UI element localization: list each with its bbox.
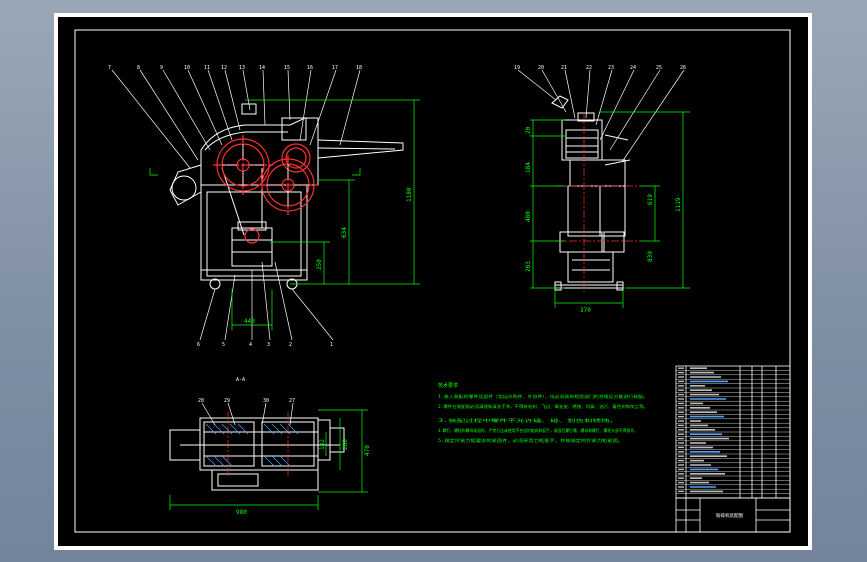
balloon-18: 18	[356, 65, 362, 71]
dim-263: 263	[525, 261, 532, 272]
section-labels: A-A 28 29 30 27	[198, 377, 295, 404]
note-line-3: 3.装配过程中零件不允许磕、碰、划伤和锈蚀。	[438, 417, 618, 424]
balloon-6: 6	[197, 342, 200, 348]
balloon-7: 7	[108, 65, 111, 71]
drawing-title: 粉碎机装配图	[716, 512, 743, 519]
balloon-24: 24	[630, 65, 636, 71]
dim-470: 470	[364, 445, 371, 456]
balloon-23: 23	[608, 65, 614, 71]
front-dimension-values: 1180 634 250 440	[244, 187, 413, 325]
dim-370: 370	[580, 307, 591, 314]
parts-list-rows	[676, 367, 790, 494]
balloon-4: 4	[249, 342, 252, 348]
dim-619: 619	[647, 194, 654, 205]
balloon-26: 26	[680, 65, 686, 71]
balloon-27: 27	[289, 398, 295, 404]
balloon-21: 21	[561, 65, 567, 71]
balloon-11: 11	[204, 65, 210, 71]
note-line-1: 1.装入装配的零件及部件（包括外购件、外协件），均必须具有检验部门的合格证方能进…	[438, 393, 648, 400]
balloon-16: 16	[307, 65, 313, 71]
technical-notes: 技术要求 1.装入装配的零件及部件（包括外购件、外协件），均必须具有检验部门的合…	[438, 382, 648, 444]
balloon-10: 10	[184, 65, 190, 71]
note-line-5: 5.规定拧紧力矩要求的紧固件，必须采用力矩扳手，并按规定的拧紧力矩紧固。	[438, 437, 623, 444]
side-leaders	[517, 69, 685, 163]
side-centerlines	[555, 112, 640, 292]
side-dimension-values: 20 184 480 263 1119 619 839 370	[525, 126, 682, 314]
balloon-28: 28	[198, 398, 204, 404]
balloon-2: 2	[289, 342, 292, 348]
dim-839: 839	[647, 251, 654, 262]
dim-480: 480	[525, 211, 532, 222]
front-dimensions	[149, 99, 420, 330]
section-leaders	[201, 402, 294, 426]
balloon-22: 22	[586, 65, 592, 71]
section-centerlines	[227, 412, 289, 478]
dim-260: 260	[342, 439, 349, 450]
side-balloon-labels: 19 20 21 22 23 24 25 26	[514, 65, 686, 71]
inner-border	[74, 29, 791, 533]
section-dimension-values: 980 182 260 470	[236, 439, 371, 516]
balloon-12: 12	[221, 65, 227, 71]
balloon-14: 14	[259, 65, 265, 71]
dim-634: 634	[341, 227, 348, 238]
balloon-13: 13	[239, 65, 245, 71]
section-label: A-A	[236, 377, 245, 383]
dim-184: 184	[525, 162, 532, 173]
note-line-2: 2.零件在装配前必须清理和清洗干净，不得有毛刺、飞边、氧化皮、锈蚀、切屑、油污、…	[438, 403, 648, 410]
section-dimensions	[169, 409, 368, 510]
dim-250: 250	[316, 259, 323, 270]
dim-182: 182	[319, 439, 326, 450]
drawing-paper	[58, 17, 808, 546]
balloon-1: 1	[330, 342, 333, 348]
balloon-25: 25	[656, 65, 662, 71]
dim-980: 980	[236, 509, 247, 516]
side-dimensions	[530, 111, 690, 308]
balloon-3: 3	[267, 342, 270, 348]
dim-1119: 1119	[675, 197, 682, 212]
balloon-29: 29	[224, 398, 230, 404]
dim-440: 440	[244, 318, 255, 325]
pulley-spokes	[222, 144, 309, 206]
balloon-8: 8	[137, 65, 140, 71]
balloon-19: 19	[514, 65, 520, 71]
front-view	[169, 103, 404, 290]
note-line-4: 4.螺钉、螺栓和螺母紧固时，严禁打击或使用不合适的旋具和扳手。紧固后螺钉槽、螺母…	[438, 427, 638, 434]
dim-20: 20	[525, 126, 532, 134]
dim-1180: 1180	[406, 187, 413, 202]
balloon-15: 15	[284, 65, 290, 71]
balloon-5: 5	[222, 342, 225, 348]
balloon-17: 17	[332, 65, 338, 71]
front-balloon-labels: 7 8 9 10 11 12 13 14 15 16 17 18 6 5 4 3…	[108, 65, 362, 348]
notes-title: 技术要求	[438, 382, 458, 389]
balloon-20: 20	[538, 65, 544, 71]
balloon-9: 9	[160, 65, 163, 71]
front-leaders	[111, 69, 361, 341]
balloon-30: 30	[263, 398, 269, 404]
